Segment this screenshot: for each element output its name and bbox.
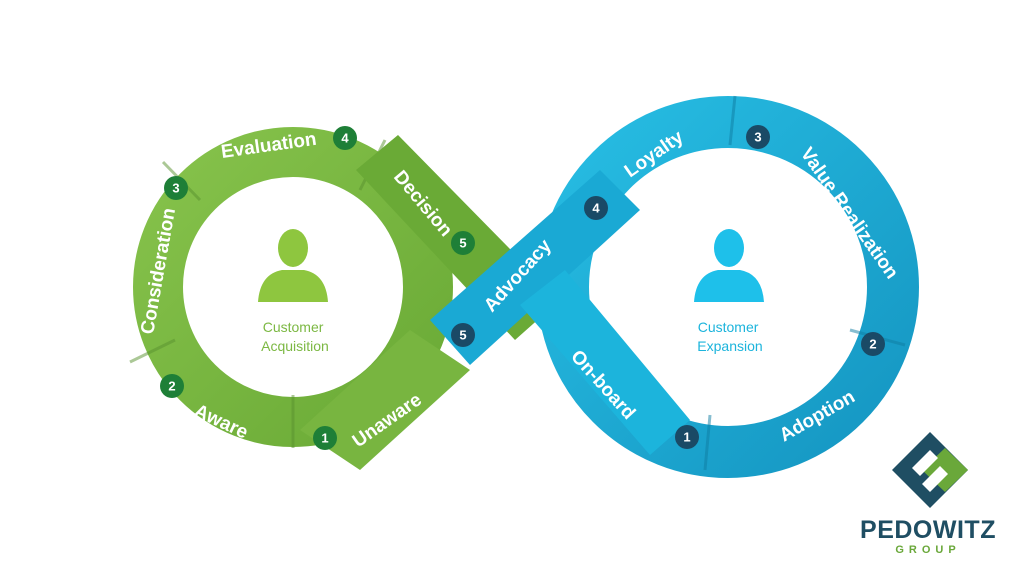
svg-text:4: 4 bbox=[341, 131, 349, 146]
badge-decision: 5 bbox=[451, 231, 475, 255]
badge-evaluation: 4 bbox=[333, 126, 357, 150]
badge-consideration: 3 bbox=[164, 176, 188, 200]
crossing-green-lower bbox=[300, 330, 470, 470]
svg-text:1: 1 bbox=[321, 431, 328, 446]
badge-adoption: 2 bbox=[861, 332, 885, 356]
expansion-person-icon bbox=[694, 229, 764, 302]
pedowitz-logo-icon bbox=[892, 432, 968, 508]
svg-text:3: 3 bbox=[754, 130, 761, 145]
logo-subtitle: GROUP bbox=[895, 544, 961, 556]
badge-unaware: 1 bbox=[313, 426, 337, 450]
badge-value-realization: 3 bbox=[746, 125, 770, 149]
acquisition-person-icon bbox=[258, 229, 328, 302]
svg-text:1: 1 bbox=[683, 430, 690, 445]
badge-loyalty: 4 bbox=[584, 196, 608, 220]
crossing-blue-lower bbox=[520, 270, 690, 455]
badge-onboard: 1 bbox=[675, 425, 699, 449]
expansion-center-label: Customer Expansion bbox=[697, 319, 762, 354]
acquisition-loop bbox=[129, 127, 453, 448]
badge-aware: 2 bbox=[160, 374, 184, 398]
svg-text:5: 5 bbox=[459, 328, 466, 343]
svg-text:2: 2 bbox=[168, 379, 175, 394]
crossing-blue-band bbox=[430, 170, 640, 365]
svg-text:3: 3 bbox=[172, 181, 179, 196]
svg-text:2: 2 bbox=[869, 337, 876, 352]
logo-wordmark: PEDOWITZ bbox=[860, 516, 996, 544]
badge-advocacy: 5 bbox=[451, 323, 475, 347]
svg-text:5: 5 bbox=[459, 236, 466, 251]
acquisition-center-label: Customer Acquisition bbox=[261, 319, 329, 354]
svg-text:4: 4 bbox=[592, 201, 600, 216]
